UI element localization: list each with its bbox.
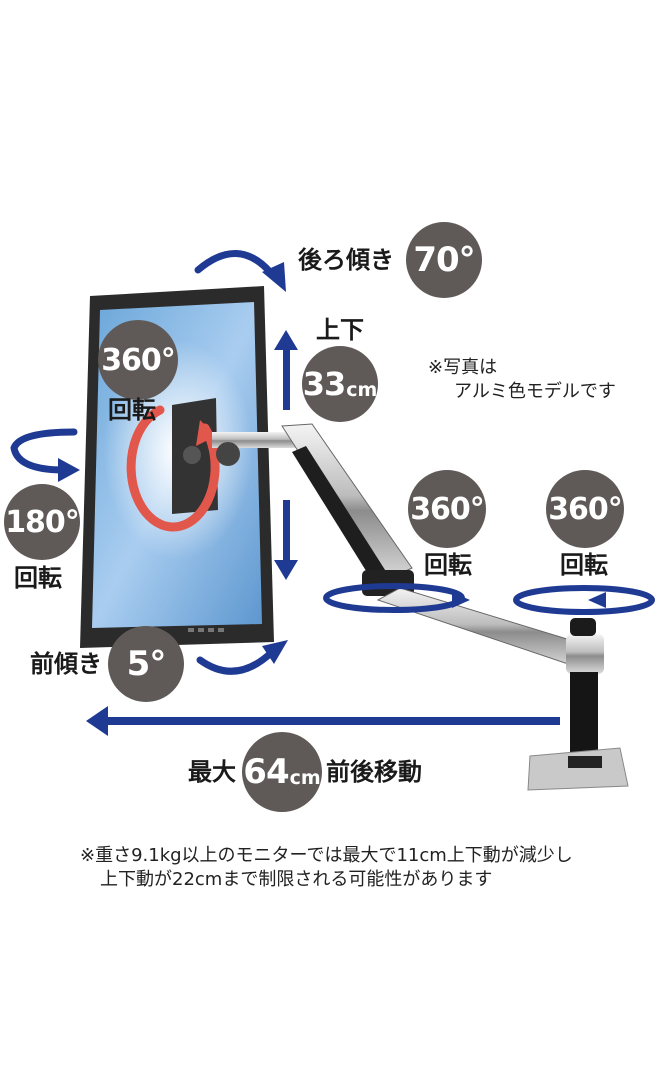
back-tilt-arrow — [194, 250, 274, 276]
elbow-rotate-badge: 360° — [408, 470, 486, 548]
elbow-rotate-value: 360° — [410, 491, 485, 527]
lift-label: 上下 — [316, 316, 364, 344]
photo-note-line1: ※写真は — [428, 357, 498, 378]
weight-note-line2: 上下動が22cmまで制限される可能性があります — [100, 869, 493, 890]
elbow-rotate-label: 回転 — [424, 551, 472, 579]
extend-unit: cm — [289, 767, 321, 789]
base-rotate-badge: 360° — [546, 470, 624, 548]
screen-rotate-arrow — [126, 405, 220, 532]
base-rotate-label: 回転 — [560, 551, 608, 579]
screen-rotate-label: 回転 — [108, 396, 156, 424]
lift-unit: cm — [346, 379, 378, 401]
elbow-rotate-arrow — [323, 583, 470, 613]
fwd-tilt-badge: 5° — [108, 626, 184, 702]
weight-note-line1: ※重さ9.1kg以上のモニターでは最大で11cm上下動が減少し — [80, 845, 573, 866]
swivel-badge: 180° — [4, 484, 80, 560]
swivel-label: 回転 — [14, 564, 62, 592]
base-rotate-value: 360° — [548, 491, 623, 527]
photo-note: ※写真は アルミ色モデルです — [428, 356, 616, 404]
swivel-arrowhead — [58, 458, 80, 482]
extend-suffix: 前後移動 — [326, 758, 422, 786]
base-rotate-arrow — [513, 585, 655, 615]
screen-rotate-badge: 360° — [98, 320, 178, 400]
back-tilt-badge: 70° — [406, 222, 482, 298]
back-tilt-label: 後ろ傾き — [298, 246, 394, 274]
lift-arrow — [274, 330, 298, 580]
swivel-arrow — [10, 428, 78, 474]
back-tilt-arrowhead — [262, 262, 286, 292]
fwd-tilt-arrowhead — [262, 640, 288, 664]
weight-note: ※重さ9.1kg以上のモニターでは最大で11cm上下動が減少し 上下動が22cm… — [80, 844, 573, 892]
back-tilt-value: 70° — [413, 240, 475, 280]
extend-arrow — [86, 706, 560, 736]
lift-value: 33 — [302, 365, 347, 403]
photo-note-line2: アルミ色モデルです — [454, 381, 616, 402]
extend-prefix: 最大 — [188, 758, 236, 786]
fwd-tilt-arrow — [196, 648, 276, 675]
fwd-tilt-label: 前傾き — [30, 650, 102, 678]
screen-rotate-value: 360° — [101, 342, 176, 378]
swivel-value: 180° — [5, 504, 80, 540]
fwd-tilt-value: 5° — [126, 644, 167, 684]
extend-value: 64 — [243, 752, 289, 792]
